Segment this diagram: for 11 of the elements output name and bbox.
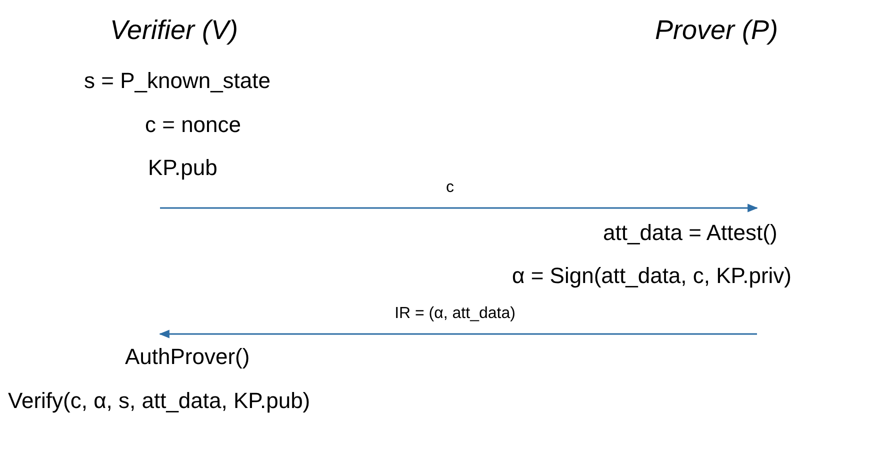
step-text: att_data = Attest() bbox=[603, 209, 778, 246]
step-text: AuthProver() bbox=[125, 335, 250, 370]
step-text: Verify(c, α, s, att_data, KP.pub) bbox=[8, 388, 310, 414]
arrow bbox=[158, 330, 757, 338]
step-text: KP.pub bbox=[148, 155, 218, 182]
step-text: α = Sign(att_data, c, KP.priv) bbox=[512, 263, 792, 290]
step-text: c = nonce bbox=[145, 112, 242, 138]
arrow bbox=[160, 204, 758, 212]
step-text: s = P_known_state bbox=[84, 68, 271, 94]
party-heading: Verifier (V) bbox=[110, 14, 238, 46]
party-heading: Prover (P) bbox=[655, 14, 778, 46]
